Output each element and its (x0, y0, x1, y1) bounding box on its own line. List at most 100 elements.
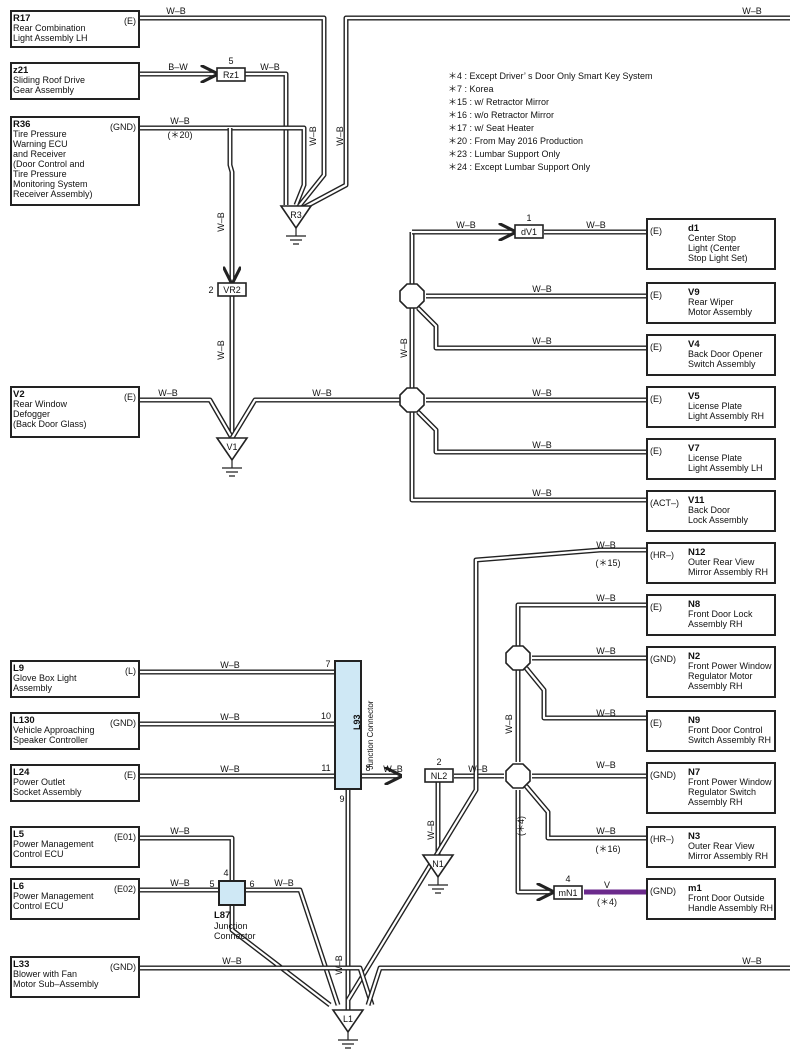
component-v11-terminal: (ACT–) (650, 498, 679, 508)
component-v9-code: V9 (688, 287, 700, 298)
wire-color-lbl-n8: W–B (596, 593, 616, 603)
component-v11-code: V11 (688, 495, 705, 506)
l87-pin-4: 4 (223, 868, 228, 878)
wire-color-lbl-v-r36: W–B (216, 212, 226, 232)
component-n3 (646, 826, 776, 868)
wire-color-lbl-hub-v1: W–B (312, 388, 332, 398)
wire-l5-l87-core (140, 836, 234, 880)
component-r17-terminal: (E) (124, 16, 136, 26)
component-l9-name: Glove Box Light Assembly (13, 673, 77, 693)
ground-v1-earth-icon (222, 460, 242, 477)
wire-color-lbl-l24: W–B (220, 764, 240, 774)
wire-color-lbl-v2: W–B (158, 388, 178, 398)
component-l130-terminal: (GND) (110, 718, 136, 728)
condition-notes: ＊4 : Except Driver’ s Door Only Smart Ke… (448, 70, 653, 174)
component-v4-terminal: (E) (650, 342, 662, 352)
component-v9 (646, 282, 776, 324)
ground-n1-label: N1 (432, 859, 444, 869)
wire-l87-l1 (246, 887, 341, 1006)
connector-mn1-label: mN1 (558, 888, 577, 898)
component-n9 (646, 710, 776, 752)
component-n9-terminal: (E) (650, 718, 662, 728)
component-n9-code: N9 (688, 715, 701, 726)
wire-hub4-n3-core (525, 785, 646, 840)
wire-color-lbl-v11: W–B (532, 488, 552, 498)
note-20: ＊20 : From May 2016 Production (448, 136, 584, 146)
wire-r36-r3-core (140, 126, 306, 206)
component-m1-code: m1 (688, 883, 702, 894)
component-l5 (10, 826, 140, 868)
component-l9 (10, 660, 140, 698)
wire-top-right-r3-core (302, 16, 790, 209)
wire-v1-hub-core (231, 398, 400, 439)
junction-l87-code: L87 (214, 910, 231, 921)
component-l9-terminal: (L) (125, 666, 136, 676)
l87-pin-5: 5 (209, 879, 214, 889)
wire-color-lbl-l93-out: W–B (383, 764, 403, 774)
junction-l87-name: Junction Connector (214, 921, 256, 941)
wire-trunk-v11-core (410, 232, 646, 502)
component-l6-name: Power Management Control ECU (13, 891, 94, 911)
condition-c4b: (＊4) (597, 897, 617, 907)
component-n2-name: Front Power Window Regulator Motor Assem… (688, 661, 772, 691)
connector-mn1-pin: 4 (565, 874, 570, 884)
component-r17-name: Rear Combination Light Assembly LH (13, 23, 88, 43)
wire-color-lbl-mn1: V (604, 880, 610, 890)
note-4: ＊4 : Except Driver’ s Door Only Smart Ke… (448, 71, 653, 81)
component-v11-name: Back Door Lock Assembly (688, 505, 749, 525)
connector-nl2-pin: 2 (436, 757, 441, 767)
ground-r3-earth-icon (286, 228, 306, 245)
ground-n1 (421, 854, 455, 879)
condition-c20: (＊20) (167, 130, 192, 140)
ground-r3-label: R3 (290, 210, 302, 220)
component-l33-name: Blower with Fan Motor Sub–Assembly (13, 969, 99, 989)
l93-pin-7: 7 (325, 659, 330, 669)
component-r36 (10, 116, 140, 206)
wire-trunk-v11 (409, 232, 646, 503)
wire-color-lbl-n7: W–B (596, 760, 616, 770)
wire-bottom-right-l1 (365, 965, 790, 1006)
component-l33-terminal: (GND) (110, 962, 136, 972)
component-l9-code: L9 (13, 663, 25, 674)
ground-r3 (279, 205, 313, 230)
component-d1 (646, 218, 776, 270)
component-r36-code: R36 (13, 119, 31, 130)
l93-pin-10: 10 (321, 711, 331, 721)
component-r36-name: Tire Pressure Warning ECU and Receiver (… (13, 129, 93, 199)
component-n7-name: Front Power Window Regulator Switch Asse… (688, 777, 772, 807)
wire-color-lbl-v9: W–B (532, 284, 552, 294)
wire-color-lbl-top-right: W–B (742, 6, 762, 16)
component-n8-name: Front Door Lock Assembly RH (688, 609, 753, 629)
wire-r17-r3-core (140, 16, 326, 206)
component-r36-terminal: (GND) (110, 122, 136, 132)
connector-rz1-label: Rz1 (223, 70, 239, 80)
component-d1-name: Center Stop Light (Center Stop Light Set… (688, 233, 748, 263)
condition-c15: (＊15) (595, 558, 620, 568)
component-l33 (10, 956, 140, 998)
wire-hub2-v7-core (417, 411, 646, 454)
component-l6-terminal: (E02) (113, 884, 136, 894)
wire-hub3-n9-core (525, 667, 646, 720)
l93-pin-11: 11 (321, 763, 330, 773)
component-z21-code: z21 (13, 65, 29, 76)
component-n12-terminal: (HR–) (650, 550, 674, 560)
wire-r36-vr2-core (230, 128, 232, 282)
ground-n1-earth-icon (428, 877, 448, 894)
ground-v1-label: V1 (226, 442, 237, 452)
component-l24-terminal: (E) (124, 770, 136, 780)
wire-color-lbl-r36: W–B (170, 116, 190, 126)
wire-color-lbl-l33: W–B (222, 956, 242, 966)
component-v11 (646, 490, 776, 532)
connector-dv1-label: dV1 (521, 227, 537, 237)
wire-hub-n12 (473, 547, 646, 776)
wire-l5-l87 (140, 835, 235, 880)
wire-r36-r3 (140, 125, 307, 206)
component-l24-code: L24 (13, 767, 30, 778)
wire-color-lbl-l6: W–B (170, 878, 190, 888)
condition-c4a: (＊4) (516, 816, 526, 836)
wire-l87-l1b-core (230, 906, 331, 1006)
connector-vr2 (217, 282, 247, 297)
wire-color-lbl-nl2: W–B (468, 764, 488, 774)
wire-color-lbl-n12: W–B (596, 540, 616, 550)
component-n2-terminal: (GND) (650, 654, 676, 664)
